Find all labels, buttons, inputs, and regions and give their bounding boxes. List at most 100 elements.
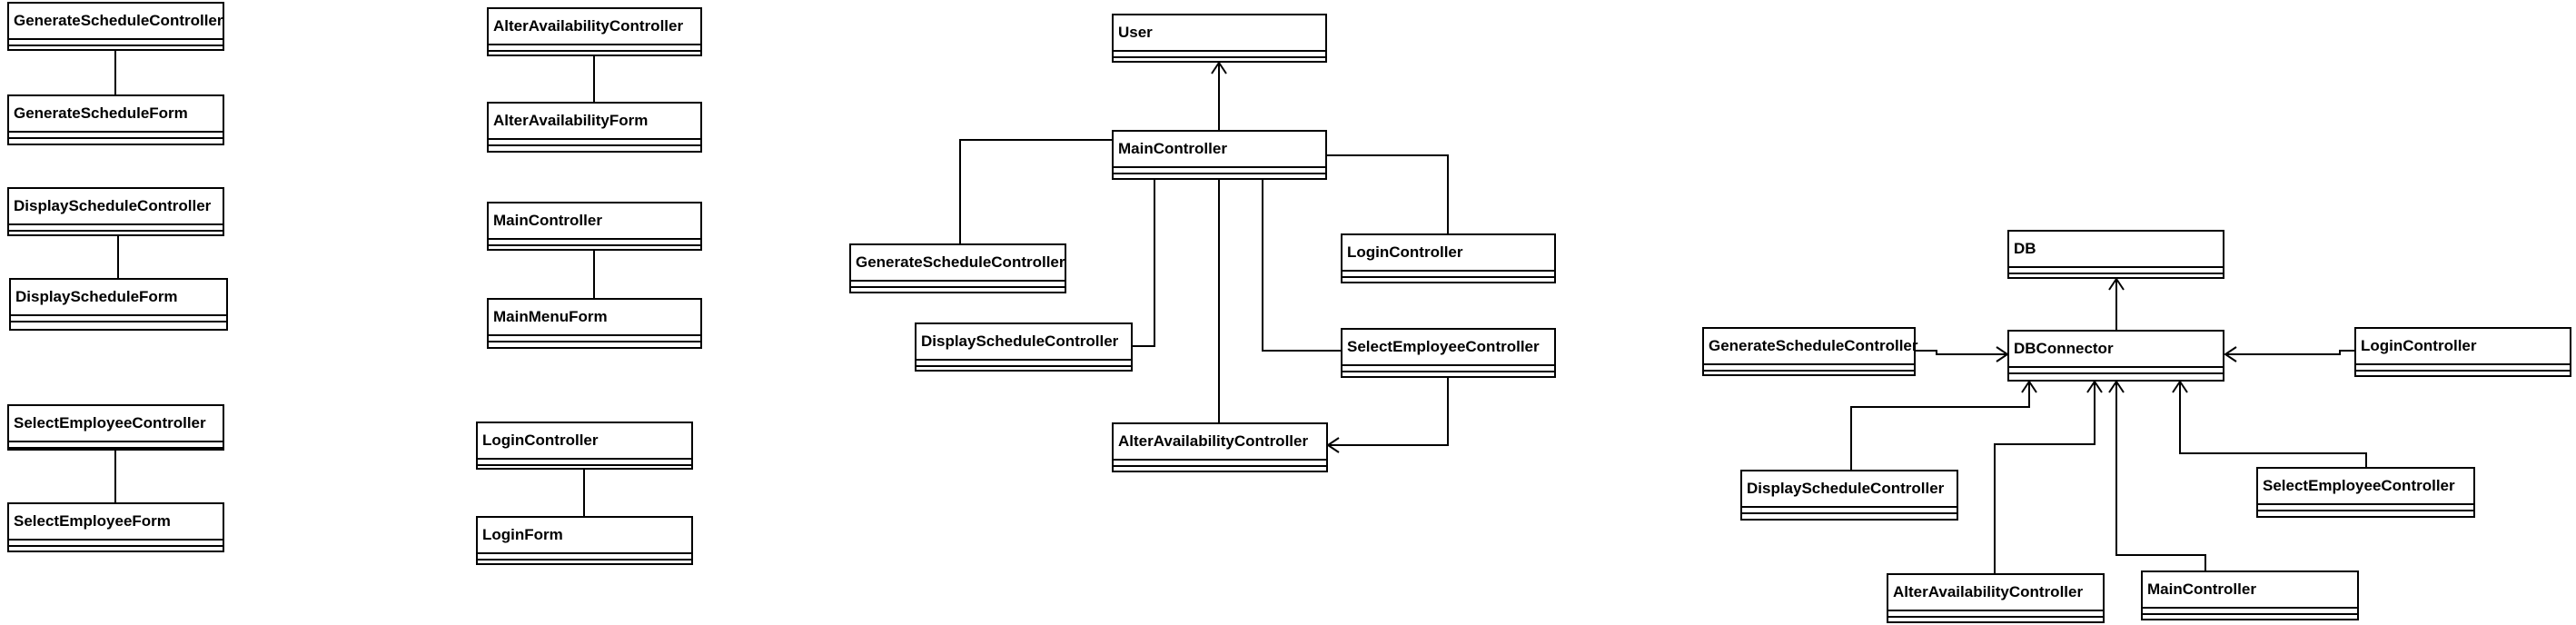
attributes-compartment: [489, 334, 700, 341]
association-line: [1262, 180, 1341, 352]
attributes-compartment: [2009, 266, 2223, 273]
attributes-compartment: [9, 539, 223, 545]
attributes-compartment: [9, 131, 223, 137]
attributes-compartment: [1114, 459, 1326, 465]
class-name: AlterAvailabilityController: [1118, 432, 1309, 450]
association-line: [959, 139, 1112, 243]
class-name: SelectEmployeeController: [1347, 338, 1540, 355]
arrowhead-icon: [2108, 277, 2125, 291]
class-box: AlterAvailabilityController: [1887, 573, 2105, 623]
operations-compartment: [489, 244, 700, 251]
attributes-compartment: [916, 359, 1131, 365]
class-name: GenerateScheduleController: [1709, 337, 1918, 354]
class-name: GenerateScheduleController: [14, 12, 223, 29]
class-name: LoginController: [1347, 243, 1463, 261]
operations-compartment: [1114, 173, 1325, 179]
operations-compartment: [1704, 370, 1914, 376]
class-name: LoginForm: [482, 526, 563, 543]
class-name: DBConnector: [2014, 340, 2114, 357]
class-name: MainController: [1118, 140, 1227, 157]
operations-compartment: [489, 341, 700, 347]
operations-compartment: [478, 464, 691, 471]
class-name: AlterAvailabilityForm: [493, 112, 649, 129]
navigable-association-line: [2225, 350, 2354, 355]
class-box: SelectEmployeeController: [1341, 328, 1556, 378]
operations-compartment: [11, 321, 226, 327]
operations-compartment: [2258, 510, 2473, 516]
class-box: SelectEmployeeForm: [7, 502, 224, 552]
attributes-compartment: [1742, 506, 1957, 512]
operations-compartment: [1342, 276, 1554, 283]
class-box: AlterAvailabilityForm: [487, 102, 702, 153]
arrowhead-icon: [2224, 346, 2237, 362]
class-box: SelectEmployeeController: [7, 404, 224, 451]
attributes-compartment: [2356, 363, 2570, 370]
class-box: LoginController: [1341, 233, 1556, 283]
attributes-compartment: [9, 223, 223, 230]
attributes-compartment: [478, 458, 691, 464]
operations-compartment: [9, 447, 223, 453]
attributes-compartment: [2143, 607, 2357, 613]
operations-compartment: [9, 545, 223, 551]
operations-compartment: [2009, 273, 2223, 279]
class-box: MainMenuForm: [487, 298, 702, 349]
operations-compartment: [2143, 613, 2357, 620]
attributes-compartment: [851, 280, 1065, 286]
class-name: GenerateScheduleController: [856, 253, 1065, 271]
class-box: User: [1112, 14, 1327, 63]
class-name: GenerateScheduleForm: [14, 104, 188, 122]
class-name: SelectEmployeeController: [2263, 477, 2455, 494]
arrowhead-icon: [2172, 380, 2188, 393]
arrowhead-icon: [2108, 380, 2125, 393]
class-name: DisplayScheduleController: [921, 332, 1119, 350]
class-name: SelectEmployeeController: [14, 414, 206, 432]
class-name: AlterAvailabilityController: [1893, 583, 2084, 600]
attributes-compartment: [478, 552, 691, 559]
attributes-compartment: [1114, 50, 1325, 56]
attributes-compartment: [1342, 364, 1554, 371]
class-name: LoginController: [2361, 337, 2477, 354]
class-box: LoginController: [2354, 327, 2571, 377]
attributes-compartment: [1704, 363, 1914, 370]
operations-compartment: [1888, 616, 2103, 622]
navigable-association-line: [1994, 382, 2095, 573]
class-box: DisplayScheduleController: [915, 322, 1133, 372]
class-name: MainController: [493, 212, 602, 229]
navigable-association-line: [2115, 382, 2206, 570]
class-box: LoginForm: [476, 516, 693, 565]
association-line: [1327, 154, 1449, 233]
operations-compartment: [851, 286, 1065, 293]
operations-compartment: [916, 365, 1131, 372]
attributes-compartment: [11, 314, 226, 321]
class-name: DB: [2014, 240, 2036, 257]
class-box: AlterAvailabilityController: [487, 7, 702, 56]
operations-compartment: [9, 137, 223, 144]
operations-compartment: [489, 144, 700, 151]
class-box: AlterAvailabilityController: [1112, 422, 1328, 472]
class-name: DisplayScheduleController: [1747, 480, 1945, 497]
attributes-compartment: [1888, 610, 2103, 616]
class-name: User: [1118, 24, 1153, 41]
class-name: MainController: [2147, 580, 2256, 598]
navigable-association-line: [1328, 378, 1449, 446]
operations-compartment: [489, 50, 700, 56]
attributes-compartment: [2009, 366, 2223, 372]
class-box: GenerateScheduleController: [1702, 327, 1918, 376]
arrowhead-icon: [1326, 437, 1340, 453]
attributes-compartment: [9, 441, 223, 447]
operations-compartment: [2356, 370, 2570, 376]
class-name: DisplayScheduleController: [14, 197, 212, 214]
class-name: AlterAvailabilityController: [493, 17, 684, 35]
class-box: LoginController: [476, 422, 693, 470]
navigable-association-line: [1850, 382, 2030, 470]
class-box: DisplayScheduleForm: [9, 278, 228, 331]
navigable-association-line: [2179, 382, 2367, 467]
class-name: SelectEmployeeForm: [14, 512, 171, 530]
arrowhead-icon: [2086, 380, 2103, 393]
attributes-compartment: [489, 138, 700, 144]
attributes-compartment: [9, 38, 223, 45]
class-box: DBConnector: [2007, 330, 2224, 382]
class-box: MainController: [487, 202, 702, 251]
